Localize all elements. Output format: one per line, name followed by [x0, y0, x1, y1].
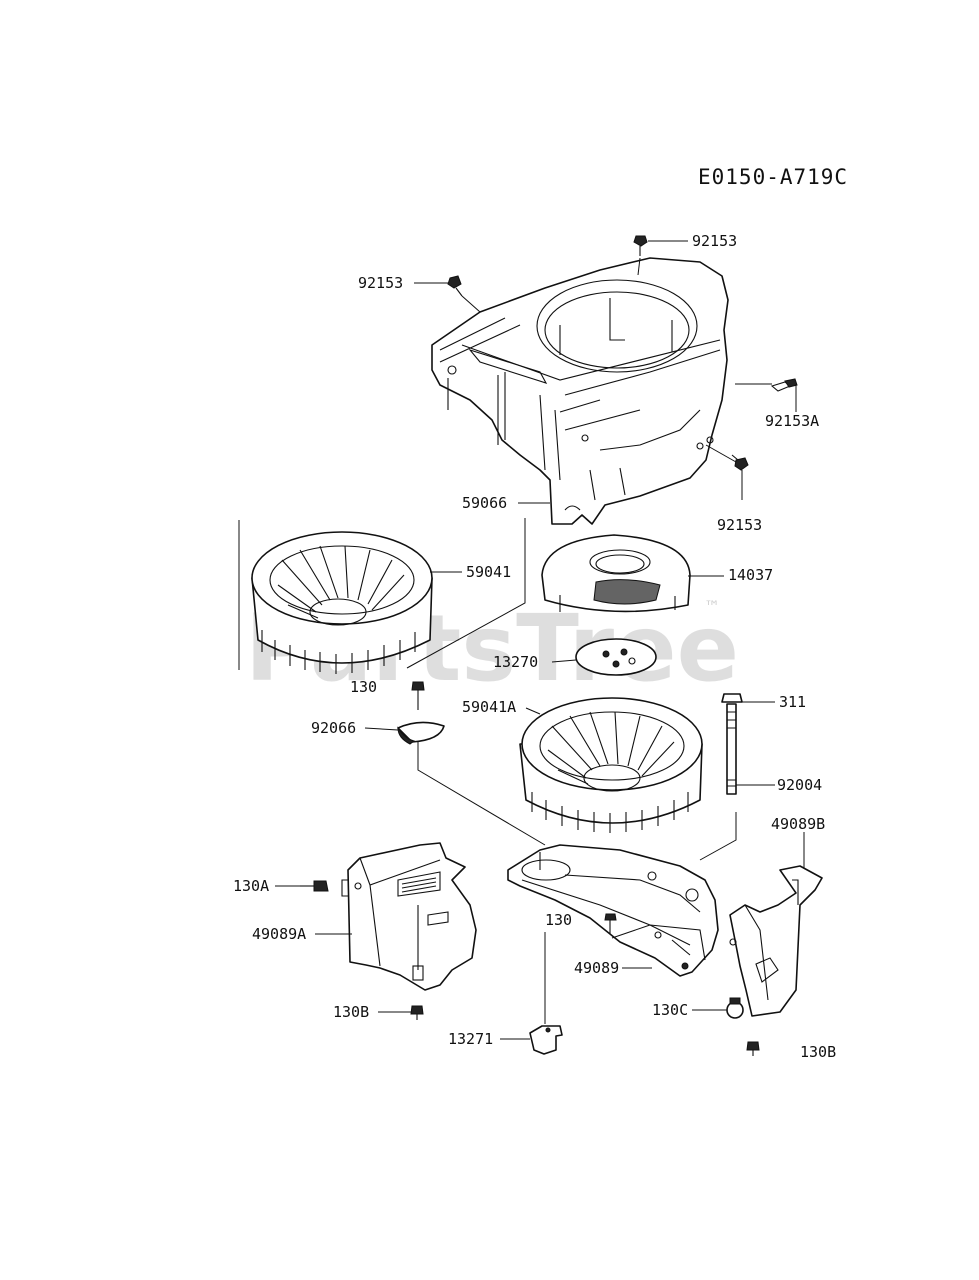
- bolt-130B-right[interactable]: [746, 1041, 760, 1056]
- bolt-92153-right[interactable]: [731, 454, 749, 471]
- cooling-fan-59041[interactable]: [251, 531, 433, 674]
- air-guide-49089[interactable]: [507, 844, 719, 977]
- bolt-92153-top[interactable]: [633, 235, 648, 256]
- label-92153-right: 92153: [717, 516, 762, 534]
- label-59041: 59041: [466, 563, 511, 581]
- label-130-low: 130: [545, 911, 572, 929]
- label-92153-left: 92153: [358, 274, 403, 292]
- label-311: 311: [779, 693, 806, 711]
- plate-13270[interactable]: [575, 638, 657, 676]
- bolt-130-upper[interactable]: [411, 681, 425, 710]
- label-92066: 92066: [311, 719, 356, 737]
- bolt-130-lower[interactable]: [604, 913, 617, 934]
- stud-92004[interactable]: [726, 703, 737, 795]
- fastener-92153A[interactable]: [770, 378, 798, 392]
- washer-92066[interactable]: [397, 721, 445, 745]
- label-49089A: 49089A: [252, 925, 306, 943]
- label-130A: 130A: [233, 877, 269, 895]
- bracket-13271[interactable]: [529, 1025, 563, 1055]
- label-130C: 130C: [652, 1001, 688, 1019]
- watermark-trademark: ™: [704, 597, 720, 616]
- label-59066: 59066: [462, 494, 507, 512]
- label-13271: 13271: [448, 1030, 493, 1048]
- leader-lines: [275, 240, 805, 1040]
- label-92153-top: 92153: [692, 232, 737, 250]
- label-49089B: 49089B: [771, 815, 825, 833]
- bolt-92153-left[interactable]: [447, 275, 463, 297]
- label-13270: 13270: [493, 653, 538, 671]
- rotating-screen-14037[interactable]: [541, 534, 691, 613]
- label-92153A: 92153A: [765, 412, 819, 430]
- label-130B-right: 130B: [800, 1043, 836, 1061]
- bolt-130B-left[interactable]: [410, 1005, 424, 1020]
- label-92004: 92004: [777, 776, 822, 794]
- part-labels: 92153 92153 92153A 92153 59066 59041 140…: [233, 232, 836, 1061]
- blower-housing-59066[interactable]: [431, 257, 729, 525]
- label-130-mid: 130: [350, 678, 377, 696]
- cover-49089A[interactable]: [341, 842, 477, 991]
- cooling-fan-59041A[interactable]: [519, 697, 703, 833]
- cover-49089B[interactable]: [729, 865, 823, 1017]
- label-59041A: 59041A: [462, 698, 516, 716]
- label-130B-left: 130B: [333, 1003, 369, 1021]
- diagram-code: E0150-A719C: [698, 165, 848, 189]
- label-49089: 49089: [574, 959, 619, 977]
- label-14037: 14037: [728, 566, 773, 584]
- fitting-130C[interactable]: [726, 997, 744, 1019]
- nut-311[interactable]: [721, 693, 743, 703]
- bolt-130A[interactable]: [300, 880, 329, 892]
